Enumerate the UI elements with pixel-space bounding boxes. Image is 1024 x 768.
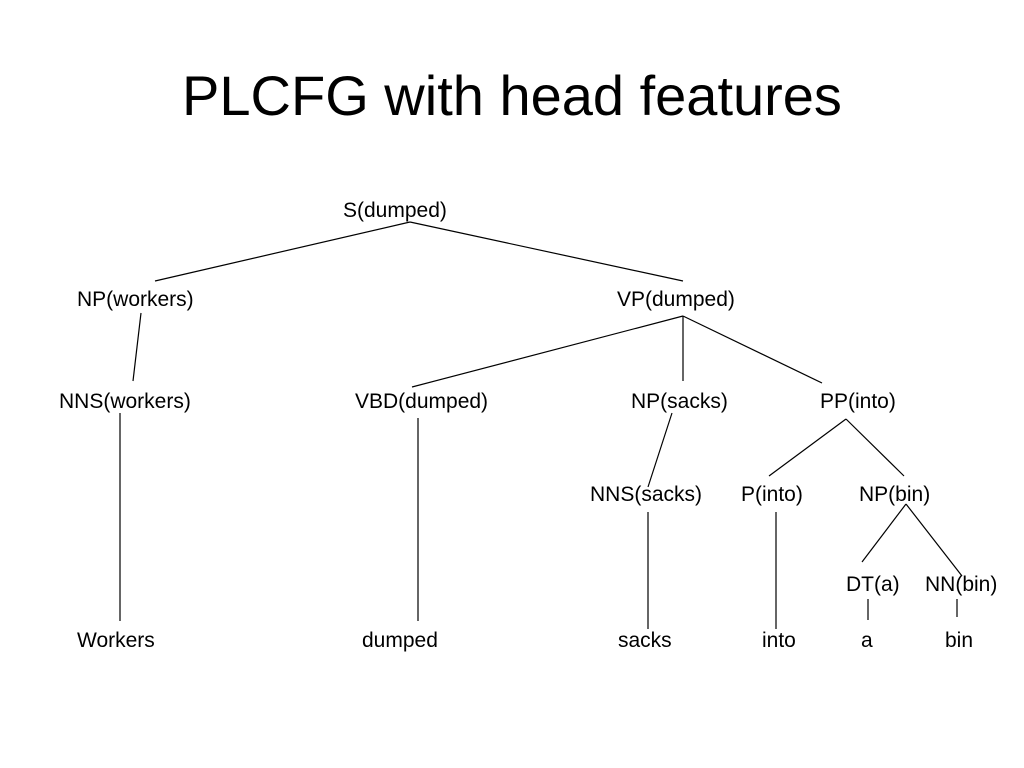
edge-s-np (154, 221, 411, 282)
edge-np-bin-dt (861, 503, 907, 563)
word-workers: Workers (77, 629, 155, 652)
word-dumped: dumped (362, 629, 438, 652)
tree-words: Workers dumped sacks into a bin (77, 629, 973, 652)
node-p-into: P(into) (741, 483, 803, 506)
node-dt-a: DT(a) (846, 573, 900, 596)
node-np-bin: NP(bin) (859, 483, 930, 506)
node-nns-sacks: NNS(sacks) (590, 483, 702, 506)
node-nns-workers: NNS(workers) (59, 390, 191, 413)
node-vbd-dumped: VBD(dumped) (355, 390, 488, 413)
tree-edges (119, 221, 963, 629)
word-into: into (762, 629, 796, 652)
edge-pp-np-bin (845, 418, 905, 477)
node-pp-into: PP(into) (820, 390, 896, 413)
edge-pp-p (768, 418, 847, 477)
edge-np-nns-workers (132, 312, 142, 382)
tree-nodes: S(dumped) NP(workers) VP(dumped) NNS(wor… (59, 199, 997, 596)
edge-vp-pp (682, 315, 823, 384)
node-np-sacks: NP(sacks) (631, 390, 728, 413)
edge-s-vp (409, 221, 684, 282)
word-a: a (861, 629, 873, 652)
node-vp-dumped: VP(dumped) (617, 288, 735, 311)
edge-vp-vbd (411, 315, 684, 388)
node-np-workers: NP(workers) (77, 288, 194, 311)
slide-title: PLCFG with head features (182, 64, 842, 127)
word-bin: bin (945, 629, 973, 652)
edge-np-sacks-nns-sacks (647, 412, 673, 488)
edge-np-bin-nn (905, 503, 963, 577)
word-sacks: sacks (618, 629, 672, 652)
node-s: S(dumped) (343, 199, 447, 222)
node-nn-bin: NN(bin) (925, 573, 997, 596)
